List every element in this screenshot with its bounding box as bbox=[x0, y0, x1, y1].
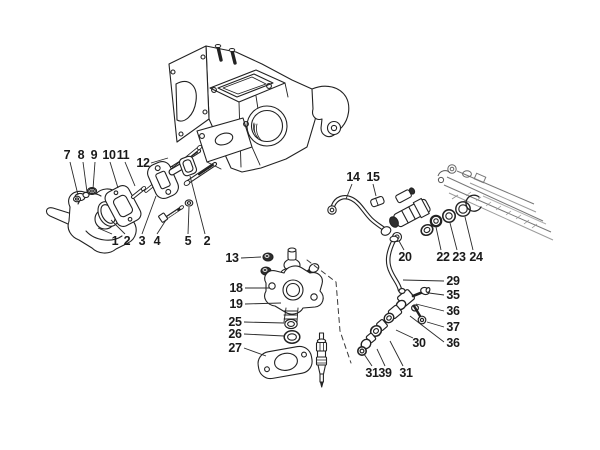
fuel-line-group-drawing bbox=[327, 187, 482, 293]
fastener-7 bbox=[72, 195, 82, 203]
banjo-bolt-37 bbox=[411, 304, 427, 325]
bolt-4 bbox=[158, 205, 184, 223]
leader-line-22 bbox=[435, 226, 442, 251]
leader-lines bbox=[69, 157, 474, 367]
nut-5 bbox=[184, 199, 194, 207]
flange-gasket-27 bbox=[257, 345, 313, 380]
fastener-9 bbox=[88, 187, 96, 195]
washer-25 bbox=[284, 318, 298, 330]
injector-nozzle bbox=[315, 332, 328, 388]
leader-line-5 bbox=[187, 206, 190, 235]
union-assembly-20 bbox=[389, 187, 434, 243]
leader-line-23 bbox=[449, 222, 458, 251]
pushrod-pin-11 bbox=[131, 186, 147, 199]
installed-position-dashed-line bbox=[306, 259, 352, 364]
engine-block-drawing bbox=[167, 44, 350, 186]
leader-line-31b bbox=[389, 340, 404, 367]
cylinder-head-drawing bbox=[437, 164, 554, 241]
fastener-8 bbox=[82, 191, 90, 199]
leader-line-7 bbox=[69, 161, 79, 196]
sleeve-26 bbox=[283, 330, 301, 344]
leader-line-15 bbox=[372, 183, 377, 197]
leader-line-2a bbox=[110, 219, 126, 235]
leader-line-25 bbox=[243, 321, 285, 324]
fitting-15 bbox=[370, 196, 385, 208]
leader-line-4 bbox=[156, 219, 167, 235]
leader-line-12 bbox=[150, 157, 169, 164]
leader-line-20 bbox=[398, 240, 405, 251]
return-hose-29 bbox=[385, 235, 403, 293]
leader-line-19 bbox=[244, 302, 282, 305]
leader-line-11 bbox=[124, 161, 136, 187]
injector-holder-body bbox=[264, 247, 324, 323]
fuel-pump-group-drawing bbox=[45, 144, 203, 254]
leader-line-37 bbox=[426, 321, 445, 328]
fuel-pipe-14 bbox=[327, 195, 392, 236]
leader-line-36a bbox=[415, 303, 445, 312]
leader-line-26 bbox=[243, 333, 285, 337]
leader-line-8 bbox=[82, 161, 88, 193]
delivery-valve-group-drawing bbox=[356, 286, 431, 356]
leader-line-10 bbox=[109, 161, 119, 189]
leader-line-2b bbox=[189, 175, 206, 235]
seal-rings-22-23-24 bbox=[429, 194, 482, 228]
leader-line-3 bbox=[141, 195, 157, 235]
washer-nut-chain bbox=[356, 299, 407, 356]
pump-gasket-square bbox=[178, 155, 198, 177]
bolt-35 bbox=[411, 286, 431, 298]
leader-line-29 bbox=[402, 279, 445, 282]
leader-line-27 bbox=[243, 347, 267, 357]
injector-holder-group-drawing bbox=[257, 247, 352, 388]
leader-line-9 bbox=[92, 161, 96, 190]
leader-line-35 bbox=[428, 292, 445, 296]
leader-line-39 bbox=[376, 348, 386, 367]
leader-line-24 bbox=[464, 216, 474, 251]
leader-line-1 bbox=[97, 227, 113, 235]
leader-line-31a bbox=[363, 353, 373, 367]
leader-line-13 bbox=[240, 256, 262, 259]
leader-line-36b bbox=[409, 315, 445, 343]
leader-line-30 bbox=[395, 329, 414, 339]
leader-line-14 bbox=[345, 183, 353, 200]
